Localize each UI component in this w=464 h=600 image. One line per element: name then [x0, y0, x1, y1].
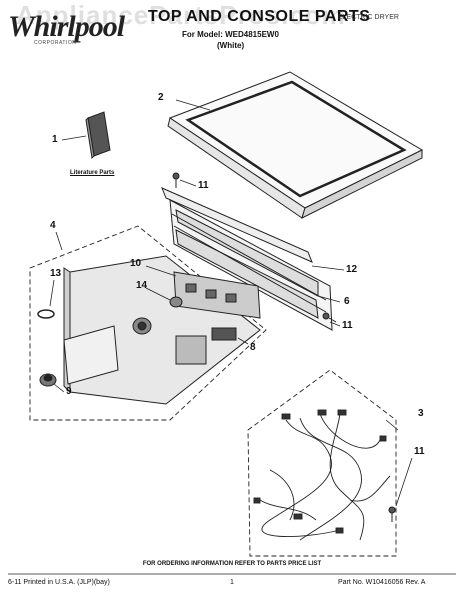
brand-logo: Whirlpool — [8, 10, 125, 43]
callout-11-top: 11 — [198, 180, 209, 191]
print-info: 6-11 Printed in U.S.A. (JLP)(bay) — [8, 579, 110, 586]
page-number: 1 — [230, 579, 234, 586]
brand-subtitle: CORPORATION — [34, 40, 77, 46]
console-insert — [211, 327, 237, 341]
callout-2: 2 — [158, 92, 164, 103]
callout-10: 10 — [130, 258, 142, 269]
wire-harness — [253, 409, 391, 541]
callout-9: 9 — [66, 386, 72, 397]
console-assembly-outline — [29, 225, 267, 421]
ordering-info: FOR ORDERING INFORMATION REFER TO PARTS … — [142, 561, 322, 567]
control-knob — [39, 373, 57, 387]
push-button-part — [169, 296, 183, 308]
watermark: AppliancePartsPros.com — [16, 0, 346, 30]
screw — [172, 172, 180, 188]
callout-12: 12 — [346, 264, 358, 275]
callout-6: 6 — [344, 296, 350, 307]
console-overlay — [63, 325, 119, 385]
screw — [388, 506, 396, 522]
console-bracket — [161, 187, 333, 331]
page-title: TOP AND CONSOLE PARTS — [148, 8, 371, 25]
callout-4: 4 — [50, 220, 56, 231]
part-number: Part No. W10416056 Rev. A — [338, 579, 426, 586]
top-panel — [167, 71, 424, 219]
harness-outline — [247, 369, 397, 557]
literature-booklet — [85, 111, 111, 160]
control-board — [173, 271, 261, 319]
callout-14: 14 — [136, 280, 148, 291]
gasket-ring — [37, 309, 55, 319]
screw — [322, 312, 337, 323]
literature-parts-label: Literature Parts — [70, 170, 115, 176]
model-number: For Model: WED4815EW0 — [182, 30, 279, 39]
callout-11-side: 11 — [342, 320, 353, 331]
callout-11-bottom: 11 — [414, 446, 425, 457]
callout-3: 3 — [418, 408, 424, 419]
callout-1: 1 — [52, 134, 58, 145]
callout-8: 8 — [250, 342, 256, 353]
appliance-type: ELECTRIC DRYER — [338, 14, 399, 21]
callout-13: 13 — [50, 268, 62, 279]
model-color: (White) — [217, 41, 245, 50]
